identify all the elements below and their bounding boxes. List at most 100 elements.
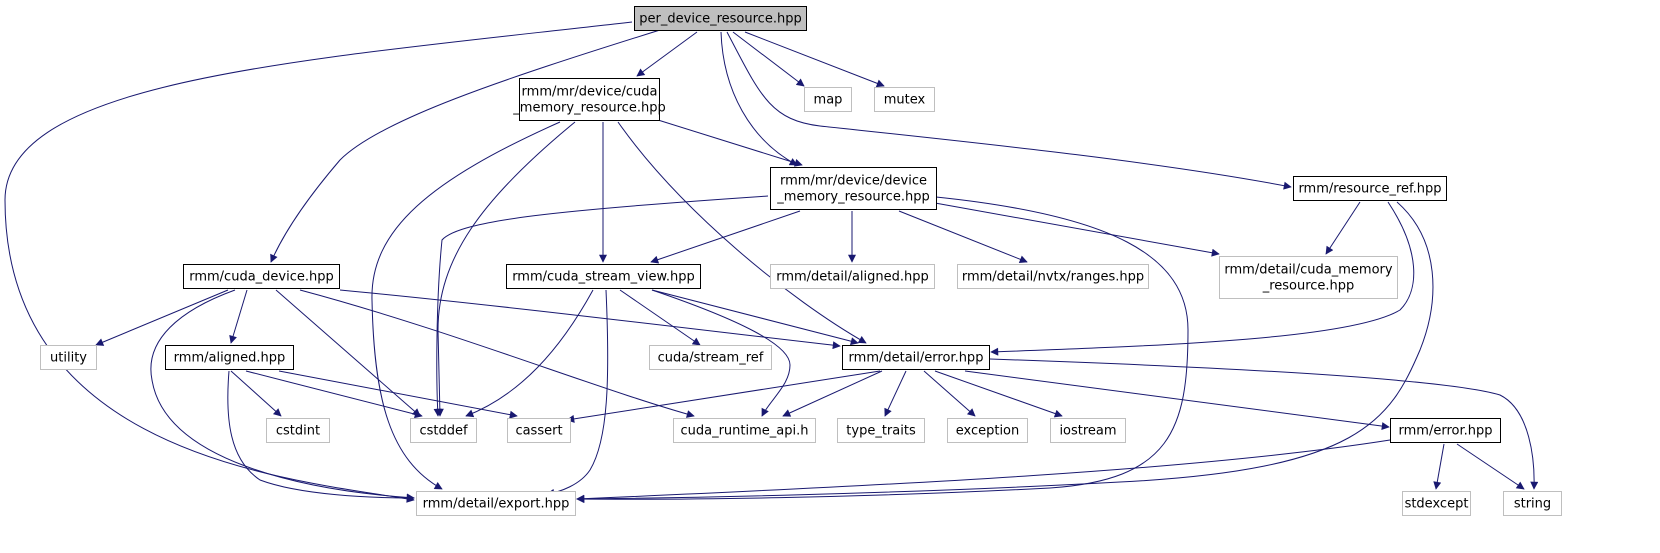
node-label: rmm/mr/device/device — [780, 174, 927, 189]
node-box — [770, 167, 937, 210]
node-label: string — [1514, 497, 1551, 512]
edge-cuda_memory_resource-to-detail_error — [617, 121, 867, 344]
edge-cuda_stream_view-to-export — [546, 289, 609, 497]
edge-cuda_stream_view-to-cstddef — [465, 289, 594, 418]
node-label: rmm/mr/device/cuda — [522, 85, 658, 100]
node-box — [874, 87, 935, 112]
node-detail-aligned: rmm/detail/aligned.hpp — [770, 264, 935, 289]
edge-detail_error-to-type_traits — [884, 370, 907, 417]
node-cassert: cassert — [507, 418, 571, 443]
edge-cuda_memory_resource-to-device_memory_resource — [657, 119, 803, 167]
edge-resource_ref-to-detail_error — [990, 201, 1415, 356]
node-map: map — [804, 87, 852, 112]
node-box — [183, 264, 340, 289]
node-label: _resource.hpp — [1262, 279, 1355, 294]
edge-cuda_memory_resource-to-export — [371, 121, 561, 490]
node-type-traits: type_traits — [837, 418, 925, 443]
node-box — [634, 6, 807, 31]
edge-aligned-to-cstdint — [230, 370, 282, 417]
edge-resource_ref-to-export — [576, 201, 1434, 503]
node-mutex: mutex — [874, 87, 935, 112]
node-box — [770, 264, 935, 289]
node-stdexcept: stdexcept — [1402, 491, 1471, 516]
node-box — [673, 418, 816, 443]
node-string: string — [1503, 491, 1562, 516]
nodes-layer: per_device_resource.hpp rmm/mr/device/cud… — [40, 6, 1562, 516]
edge-detail_error-to-cuda_runtime_api — [782, 370, 883, 417]
node-label: rmm/error.hpp — [1399, 424, 1493, 439]
edges-layer — [4, 21, 1539, 504]
edge-cuda_stream_view-to-stream_ref — [619, 289, 701, 346]
edge-cuda_device-to-aligned — [229, 289, 248, 344]
node-exception: exception — [947, 418, 1028, 443]
edge-resource_ref-to-detail_cuda_memory — [1325, 201, 1361, 255]
node-rmm-error[interactable]: rmm/error.hpp — [1390, 418, 1501, 443]
node-box — [1503, 491, 1562, 516]
node-label: rmm/aligned.hpp — [174, 351, 286, 366]
node-label: rmm/detail/nvtx/ranges.hpp — [962, 270, 1144, 285]
node-cuda-stream-view[interactable]: rmm/cuda_stream_view.hpp — [506, 264, 701, 289]
edge-cuda_device-to-export — [150, 289, 415, 502]
node-label: exception — [956, 424, 1020, 439]
edge-device_memory_resource-to-detail_cuda_memory — [934, 202, 1220, 257]
edge-root-to-export — [4, 21, 633, 503]
edge-device_memory_resource-to-export — [576, 196, 1189, 504]
node-box — [519, 78, 660, 121]
node-device-memory-resource[interactable]: rmm/mr/device/device_memory_resource.hpp — [770, 167, 937, 210]
node-detail-cuda-memory: rmm/detail/cuda_memory_resource.hpp — [1219, 256, 1398, 299]
edge-aligned-to-cstddef — [245, 370, 423, 419]
edge-device_memory_resource-to-cuda_stream_view — [650, 210, 801, 264]
edge-detail_error-to-exception — [923, 370, 976, 417]
node-label: rmm/resource_ref.hpp — [1298, 182, 1441, 197]
node-box — [842, 345, 990, 370]
edge-aligned-to-cassert — [278, 370, 518, 419]
edge-cuda_device-to-detail_error — [339, 289, 841, 350]
node-iostream: iostream — [1050, 418, 1126, 443]
node-cuda-runtime-api: cuda_runtime_api.h — [673, 418, 816, 443]
node-box — [1402, 491, 1471, 516]
node-label: cstddef — [419, 424, 468, 439]
edge-device_memory_resource-to-nvtx_ranges — [898, 210, 1028, 264]
edge-root-to-device_memory_resource — [720, 31, 798, 166]
node-resource-ref[interactable]: rmm/resource_ref.hpp — [1293, 176, 1447, 201]
edge-root-to-map — [732, 31, 805, 87]
node-box — [957, 264, 1149, 289]
node-box — [947, 418, 1028, 443]
node-box — [804, 87, 852, 112]
node-label: cstdint — [276, 424, 320, 439]
node-label: rmm/detail/error.hpp — [849, 351, 984, 366]
node-label: cuda/stream_ref — [658, 351, 764, 366]
node-label: _memory_resource.hpp — [512, 101, 665, 116]
edge-aligned-to-export — [227, 370, 415, 502]
node-label: per_device_resource.hpp — [639, 12, 801, 27]
node-label: rmm/cuda_device.hpp — [189, 270, 334, 285]
node-root[interactable]: per_device_resource.hpp — [634, 6, 807, 31]
node-cstddef: cstddef — [410, 418, 477, 443]
node-box — [410, 418, 477, 443]
node-label: type_traits — [846, 424, 916, 439]
node-box — [507, 418, 571, 443]
node-box — [40, 345, 97, 370]
node-label: cassert — [515, 424, 562, 439]
node-cuda-memory-resource[interactable]: rmm/mr/device/cuda_memory_resource.hpp — [512, 78, 666, 121]
edge-cuda_device-to-utility — [95, 289, 229, 346]
edge-detail_error-to-rmm_error — [964, 370, 1390, 431]
node-label: iostream — [1059, 424, 1116, 439]
edge-detail_error-to-cassert — [566, 370, 881, 423]
node-label: cuda_runtime_api.h — [680, 424, 808, 439]
node-detail-error[interactable]: rmm/detail/error.hpp — [842, 345, 990, 370]
node-label: rmm/cuda_stream_view.hpp — [512, 270, 695, 285]
node-label: rmm/detail/aligned.hpp — [776, 270, 929, 285]
node-label: _memory_resource.hpp — [776, 190, 929, 205]
node-aligned[interactable]: rmm/aligned.hpp — [165, 345, 294, 370]
node-cuda-device[interactable]: rmm/cuda_device.hpp — [183, 264, 340, 289]
node-label: mutex — [884, 93, 926, 108]
node-label: stdexcept — [1405, 497, 1469, 512]
edge-root-to-mutex — [744, 31, 885, 88]
edge-cuda_device-to-cstddef — [275, 289, 421, 417]
edge-cuda_stream_view-to-detail_error — [651, 289, 859, 346]
node-label: rmm/detail/cuda_memory — [1224, 263, 1392, 278]
node-box — [416, 491, 576, 516]
node-utility: utility — [40, 345, 97, 370]
